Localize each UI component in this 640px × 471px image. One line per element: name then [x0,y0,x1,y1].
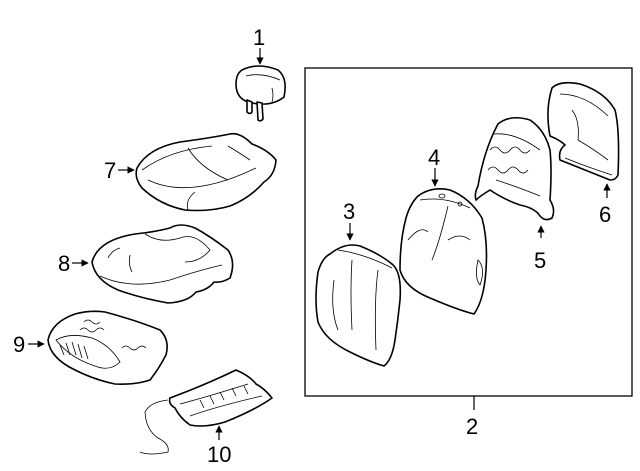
seat-cushion-cover-part[interactable] [135,132,277,212]
callout-3[interactable]: 3 [343,199,355,224]
callout-9[interactable]: 9 [13,332,25,357]
callout-4[interactable]: 4 [428,145,440,170]
seat-back-pad-part[interactable] [399,188,488,315]
seat-heater-part[interactable] [139,369,273,455]
seat-back-panel-part[interactable] [547,81,620,181]
callout-10[interactable]: 10 [207,442,231,467]
callout-2[interactable]: 2 [466,414,478,439]
seat-back-frame-part[interactable] [474,116,555,221]
callout-5[interactable]: 5 [534,248,546,273]
seat-back-group-box [304,67,633,397]
seat-cushion-pad-part[interactable] [91,224,234,304]
seat-cushion-frame-part[interactable] [47,310,168,385]
callout-6[interactable]: 6 [599,202,611,227]
seat-back-cover-part[interactable] [315,244,402,367]
headrest-part[interactable] [235,65,286,122]
callout-7[interactable]: 7 [104,158,116,183]
callout-1[interactable]: 1 [253,25,265,50]
callout-8[interactable]: 8 [58,251,70,276]
